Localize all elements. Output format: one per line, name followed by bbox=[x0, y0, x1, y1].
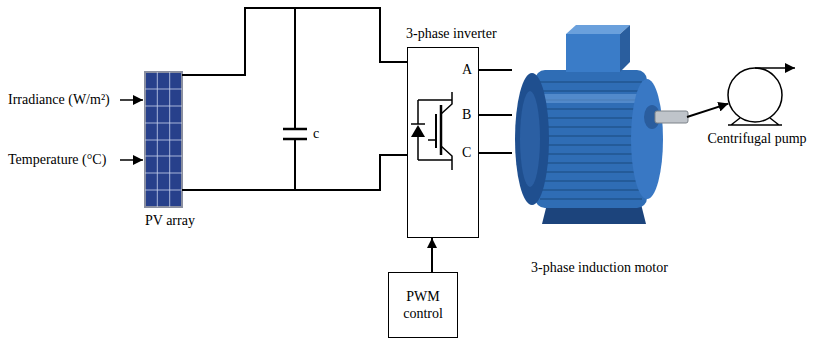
wire bbox=[202, 155, 407, 190]
wire bbox=[479, 114, 512, 116]
node-label: PV array bbox=[145, 212, 195, 229]
pwm-control-box: PWM control bbox=[388, 272, 458, 338]
phase-label: C bbox=[462, 144, 471, 162]
phase-label: B bbox=[462, 106, 471, 124]
centrifugal-pump-symbol bbox=[728, 68, 795, 125]
arrow-connector bbox=[687, 104, 728, 117]
input-label: Irradiance (W/m²) bbox=[8, 91, 110, 109]
pv-array: PV array bbox=[140, 70, 202, 230]
node-label: PWM control bbox=[393, 288, 453, 322]
wire bbox=[479, 69, 512, 71]
node-label: 3-phase induction motor bbox=[531, 259, 668, 276]
input-arrow bbox=[120, 159, 143, 161]
node-label: Centrifugal pump bbox=[707, 130, 806, 147]
input-label: Temperature (°C) bbox=[8, 151, 106, 169]
centrifugal-pump: Centrifugal pump bbox=[700, 66, 814, 148]
component-label: c bbox=[313, 125, 319, 143]
induction-motor: 3-phase induction motor bbox=[512, 20, 687, 277]
induction-motor-illustration bbox=[515, 25, 688, 224]
wire bbox=[202, 8, 407, 75]
phase-label: A bbox=[462, 61, 472, 79]
capacitor-symbol bbox=[283, 8, 307, 190]
input-arrow bbox=[120, 99, 143, 101]
node-label: 3-phase inverter bbox=[406, 25, 497, 42]
wire bbox=[479, 152, 512, 154]
pv-panel-illustration bbox=[145, 72, 202, 207]
arrow-connector bbox=[431, 238, 433, 272]
igbt-diode-symbol bbox=[411, 92, 452, 170]
